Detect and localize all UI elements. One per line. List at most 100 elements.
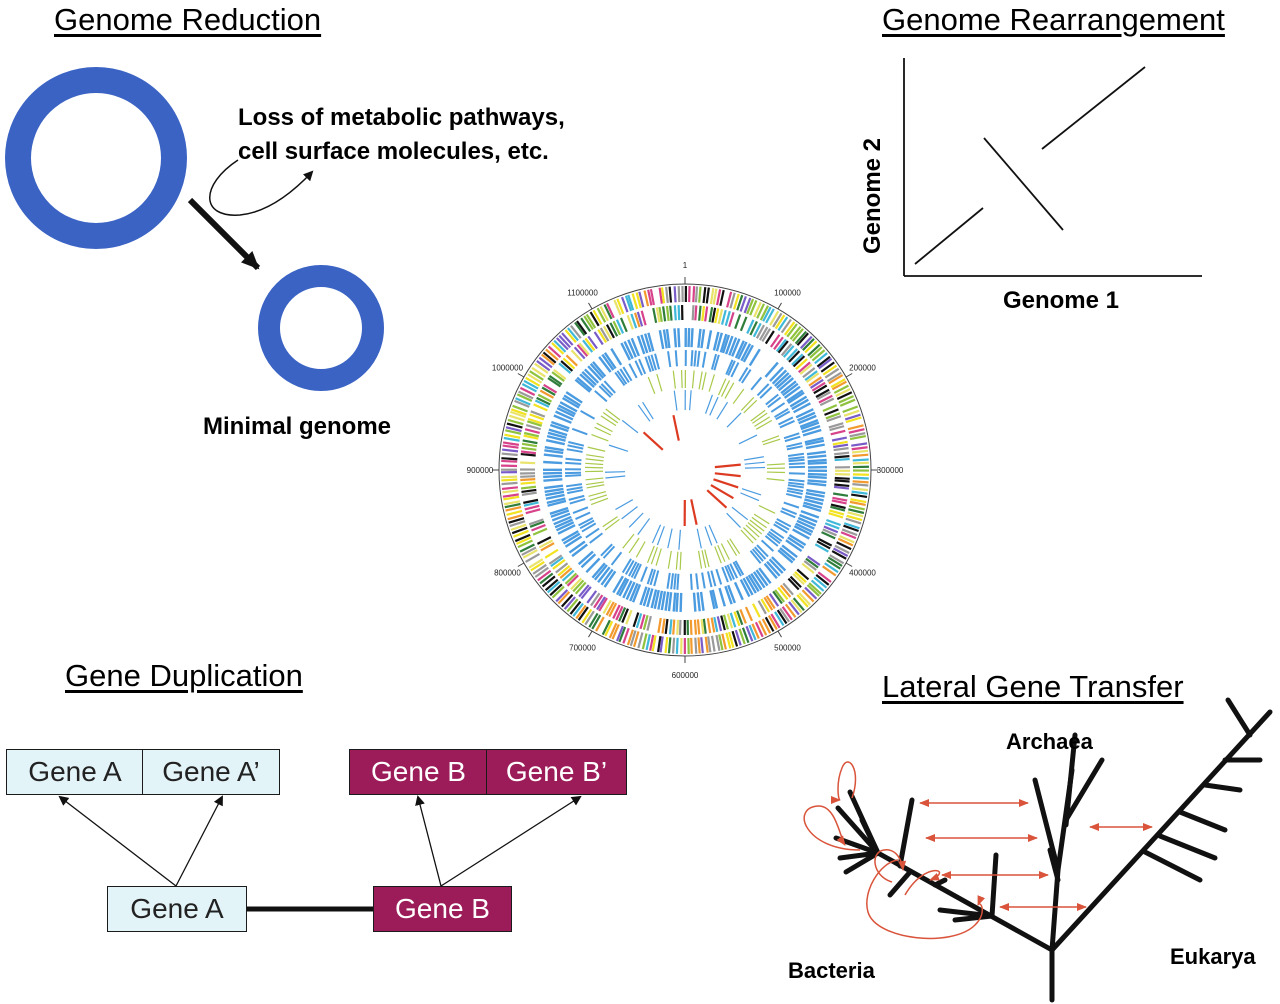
map-stripe bbox=[585, 477, 604, 481]
map-stripe bbox=[562, 357, 576, 370]
genome-rearrangement-title: Genome Rearrangement bbox=[882, 2, 1225, 37]
map-stripe bbox=[739, 316, 748, 332]
map-stripe bbox=[742, 344, 754, 363]
map-stripe bbox=[562, 396, 580, 409]
map-stripe bbox=[746, 298, 755, 315]
map-stripe bbox=[510, 523, 527, 531]
map-stripe bbox=[739, 295, 747, 312]
map-stripe bbox=[809, 346, 823, 359]
map-stripe bbox=[729, 292, 736, 309]
map-stripe bbox=[755, 324, 765, 339]
map-stripe bbox=[845, 517, 862, 525]
map-stripe bbox=[536, 396, 551, 406]
map-stripe bbox=[772, 590, 783, 605]
map-stripe bbox=[502, 441, 520, 446]
map-stripe bbox=[689, 573, 693, 590]
map-stripe bbox=[717, 378, 727, 396]
map-stripe bbox=[534, 566, 549, 578]
map-stripe bbox=[605, 408, 621, 421]
map-stripe bbox=[709, 590, 716, 610]
map-stripe bbox=[642, 587, 651, 607]
map-stripe bbox=[612, 604, 621, 620]
map-stripe bbox=[837, 537, 854, 547]
map-stripe bbox=[714, 546, 722, 564]
map-stripe bbox=[805, 491, 825, 498]
map-stripe bbox=[756, 303, 765, 319]
map-stripe bbox=[679, 551, 682, 570]
map-stripe bbox=[504, 433, 521, 439]
map-stripe bbox=[613, 299, 622, 316]
map-stripe bbox=[791, 398, 809, 411]
map-stripe bbox=[598, 356, 612, 373]
map-stripe bbox=[743, 399, 758, 414]
map-stripe bbox=[640, 310, 647, 326]
map-stripe bbox=[712, 288, 718, 305]
map-stripe bbox=[564, 535, 583, 548]
map-stripe bbox=[815, 574, 830, 586]
map-stripe bbox=[649, 569, 657, 586]
map-stripe bbox=[557, 565, 571, 577]
map-stripe bbox=[657, 590, 664, 610]
map-stripe bbox=[769, 310, 780, 326]
map-stripe bbox=[585, 462, 604, 466]
map-stripe bbox=[792, 573, 805, 586]
map-stripe bbox=[804, 495, 824, 502]
map-stripe bbox=[628, 363, 638, 379]
map-stripe bbox=[667, 592, 673, 612]
map-stripe bbox=[635, 292, 642, 309]
map-stripe bbox=[717, 544, 726, 562]
map-stripe bbox=[750, 409, 766, 422]
map-stripe bbox=[650, 589, 658, 609]
minimal-genome-ring bbox=[258, 265, 384, 391]
map-stripe bbox=[649, 634, 655, 651]
map-stripe bbox=[544, 449, 564, 455]
map-stripe bbox=[766, 560, 781, 577]
lateral-transfer-arrows bbox=[803, 761, 1153, 940]
map-stripe bbox=[716, 616, 723, 632]
map-stripe bbox=[508, 414, 525, 422]
map-stripe bbox=[529, 370, 544, 381]
map-stripe bbox=[519, 543, 535, 553]
map-stripe bbox=[638, 358, 647, 375]
map-stripe bbox=[610, 551, 623, 566]
map-stripe bbox=[505, 426, 522, 433]
map-stripe bbox=[551, 512, 571, 522]
map-stripe bbox=[732, 388, 745, 405]
map-stripe bbox=[697, 328, 702, 348]
map-stripe bbox=[774, 611, 785, 626]
map-stripe bbox=[718, 587, 726, 607]
map-stripe bbox=[852, 461, 869, 465]
large-genome-ring bbox=[5, 67, 187, 249]
map-stripe bbox=[504, 502, 521, 509]
map-stripe bbox=[714, 472, 741, 478]
map-stripe bbox=[669, 305, 673, 321]
map-stripe bbox=[767, 396, 782, 408]
map-stripe bbox=[608, 622, 618, 639]
map-stripe bbox=[816, 540, 831, 550]
map-stripe bbox=[804, 586, 818, 600]
map-stripe bbox=[714, 463, 741, 469]
map-stripe bbox=[831, 550, 847, 560]
map-stripe bbox=[592, 309, 603, 325]
map-stripe bbox=[701, 305, 706, 322]
map-stripe bbox=[656, 373, 663, 392]
map-stripe bbox=[647, 376, 656, 394]
map-stripe bbox=[807, 479, 827, 484]
map-stripe bbox=[690, 499, 698, 526]
map-stripe bbox=[558, 362, 572, 374]
map-stripe bbox=[603, 304, 613, 320]
map-stripe bbox=[692, 286, 696, 303]
map-stripe bbox=[727, 584, 736, 604]
map-stripe bbox=[602, 412, 619, 424]
map-stripe bbox=[568, 494, 585, 501]
map-stripe bbox=[817, 537, 833, 547]
map-stripe bbox=[716, 289, 722, 306]
map-stripe bbox=[690, 328, 694, 348]
map-stripe bbox=[796, 332, 809, 346]
gene-a-box-top: Gene A bbox=[6, 749, 144, 795]
map-tick-label: 600000 bbox=[672, 671, 699, 680]
lateral-gene-transfer-title: Lateral Gene Transfer bbox=[882, 669, 1184, 704]
map-stripe bbox=[752, 571, 766, 589]
map-stripe bbox=[848, 428, 865, 434]
map-stripe bbox=[719, 333, 728, 353]
